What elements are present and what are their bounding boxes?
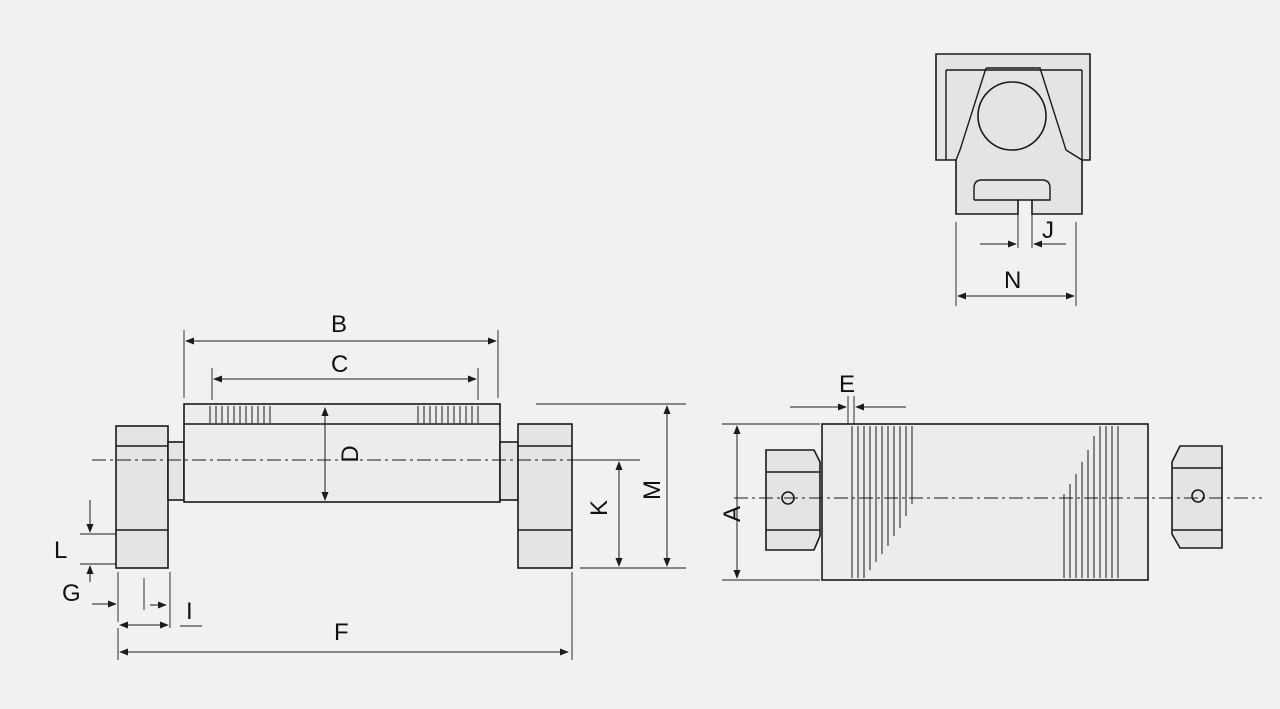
dimension-l: L — [54, 500, 116, 582]
right-stripes — [1063, 426, 1119, 578]
dimension-c: C — [211, 351, 479, 400]
label-g: G — [62, 580, 81, 607]
dimension-i: I — [119, 572, 202, 629]
dimension-m: M — [536, 403, 686, 569]
end-view — [935, 53, 1091, 215]
dimension-d: D — [321, 407, 364, 501]
dimension-e: E — [790, 371, 906, 424]
label-e: E — [839, 371, 855, 398]
label-d: D — [337, 445, 364, 462]
dimension-j: J — [980, 214, 1066, 248]
label-i: I — [186, 598, 193, 625]
front-view — [92, 403, 612, 569]
left-seal-hatch — [209, 406, 271, 423]
label-c: C — [331, 351, 348, 378]
label-k: K — [586, 500, 613, 516]
label-b: B — [331, 311, 347, 338]
side-body — [821, 423, 1149, 581]
label-l: L — [54, 537, 67, 564]
side-view — [734, 423, 1262, 581]
left-stripes — [851, 426, 913, 578]
dimension-n: N — [955, 222, 1077, 306]
label-j: J — [1042, 217, 1054, 244]
label-f: F — [334, 619, 349, 646]
dimension-b: B — [183, 311, 499, 398]
right-end-block — [517, 423, 573, 569]
dimension-f: F — [117, 572, 573, 660]
label-n: N — [1004, 267, 1021, 294]
dimension-a: A — [719, 423, 820, 581]
dimension-g: G — [62, 572, 119, 622]
right-seal-hatch — [417, 406, 479, 423]
dimension-k: K — [578, 459, 640, 567]
bore-circle — [977, 81, 1047, 151]
label-m: M — [639, 480, 666, 500]
label-a: A — [719, 506, 746, 522]
left-end-block — [115, 425, 169, 569]
